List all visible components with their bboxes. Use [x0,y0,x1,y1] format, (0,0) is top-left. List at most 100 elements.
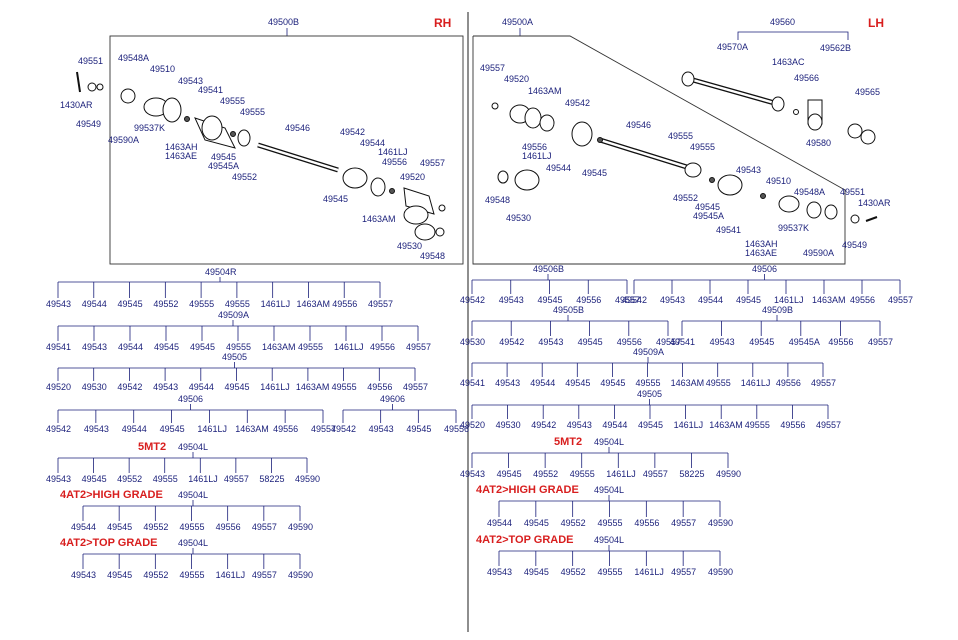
part-number: 49544 [530,378,555,388]
part-number: 49541 [46,342,71,352]
part-number: 49545 [154,342,179,352]
part-number: 49520 [46,382,71,392]
part-number: 49552 [533,469,558,479]
part-number: 49541 [460,378,485,388]
lh-assembly-frame [472,35,846,265]
rh-callout-25: 1463AM [362,214,396,224]
part-number: 49545 [524,518,549,528]
lh-callout-4: 49542 [565,98,590,108]
lh-callout-31: 49566 [794,73,819,83]
part-number: 49545 [565,378,590,388]
rh-assembly-number: 49500B [268,17,299,27]
part-number: 49545 [190,342,215,352]
lh-callout-20: 1463AH [745,239,778,249]
rh-callout-11: 1463AE [165,151,197,161]
part-number: 49556 [216,522,241,532]
part-number: 1461LJ [634,567,664,577]
part-number: 49590 [288,522,313,532]
part-number: 49555 [598,518,623,528]
lh-callout-9: 49546 [626,120,651,130]
part-number: 49556 [576,295,601,305]
lh-callout-23: 49548A [794,187,825,197]
lh-callout-24: 49590A [803,248,834,258]
tree-title: 49506 [178,394,203,404]
lh-callout-30: 49562B [820,43,851,53]
tree-title: 49504L [178,538,208,548]
part-number: 49544 [189,382,214,392]
lh-callout-27: 49549 [842,240,867,250]
part-number: 49542 [460,295,485,305]
part-number: 49530 [82,382,107,392]
rh-callout-6: 99537K [134,123,165,133]
part-number: 49543 [84,424,109,434]
part-number: 49557 [811,378,836,388]
lh-callout-3: 1463AM [528,86,562,96]
grade-label: 4AT2>TOP GRADE [60,537,158,549]
lh-bearing-group-number: 49560 [770,17,795,27]
part-number: 1461LJ [188,474,218,484]
lh-callout-29: 1463AC [772,57,805,67]
part-number: 49542 [117,382,142,392]
part-number: 1463AM [235,424,269,434]
rh-callout-21: 49556 [382,157,407,167]
lh-diagram: LH 49500A 49560 [472,16,891,265]
tree-title: 49509A [218,310,249,320]
rh-callout-14: 49545 [211,152,236,162]
part-number: 49556 [617,337,642,347]
part-number: 58225 [679,469,704,479]
part-number: 49555 [189,299,214,309]
part-number: 1461LJ [260,382,290,392]
part-number: 49543 [460,469,485,479]
part-number: 49556 [780,420,805,430]
rh-callout-22: 49557 [420,158,445,168]
lh-callout-13: 49530 [506,213,531,223]
grade-label: 4AT2>HIGH GRADE [476,484,579,496]
grade-label: 5MT2 [138,441,166,453]
part-number: 49545 [524,567,549,577]
lh-callout-12: 49548 [485,195,510,205]
part-number: 49543 [71,570,96,580]
grade-label: 4AT2>TOP GRADE [476,534,574,546]
lh-callout-33: 49580 [806,138,831,148]
tree-title: 49504R [205,267,237,277]
tree-title: 49504L [594,535,624,545]
part-number: 49543 [499,295,524,305]
part-number: 1463AM [671,378,705,388]
lh-callout-18: 49543 [736,165,761,175]
lh-shaft-drawing [491,71,878,224]
part-number: 49544 [602,420,627,430]
part-number: 1461LJ [261,299,291,309]
tree-title: 49504L [178,442,208,452]
part-number: 49545 [600,378,625,388]
part-number: 49552 [143,522,168,532]
part-number: 49557 [403,382,428,392]
part-number: 1461LJ [197,424,227,434]
part-number: 49556 [828,337,853,347]
part-number: 49542 [331,424,356,434]
part-number: 49556 [332,299,357,309]
part-number: 49557 [252,522,277,532]
part-number: 1463AM [709,420,743,430]
rh-callout-8: 49543 [178,76,203,86]
part-number: 1461LJ [774,295,804,305]
part-number: 1463AM [296,299,330,309]
part-number: 49557 [868,337,893,347]
part-number: 49542 [622,295,647,305]
part-number: 49557 [252,570,277,580]
part-number: 49557 [888,295,913,305]
tree-title: 49505 [222,352,247,362]
tree-title: 49509A [633,347,664,357]
part-number: 49555 [598,567,623,577]
lh-callout-8: 49545 [582,168,607,178]
part-number: 49557 [671,518,696,528]
rh-callout-2: 49548A [118,53,149,63]
part-number: 49552 [117,474,142,484]
